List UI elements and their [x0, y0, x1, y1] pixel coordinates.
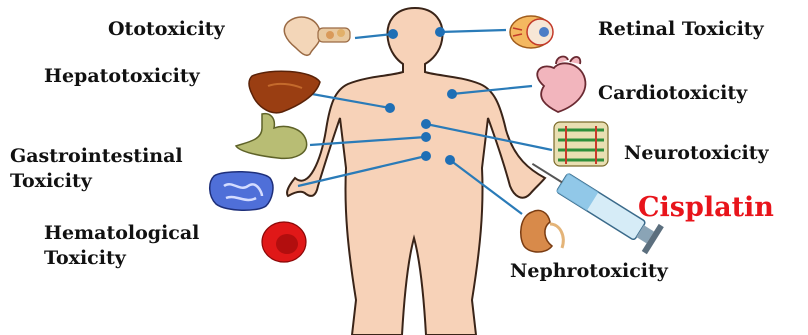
kidney-icon — [521, 210, 564, 252]
human-body-silhouette — [287, 8, 545, 335]
red-blood-cell-icon — [262, 222, 306, 262]
liver-icon — [249, 71, 320, 113]
node-eye — [435, 27, 445, 37]
stomach-icon — [236, 114, 307, 159]
eye-icon — [510, 16, 553, 48]
node-intestine — [421, 151, 431, 161]
label-nephrotoxicity: Nephrotoxicity — [510, 260, 668, 283]
label-neurotoxicity: Neurotoxicity — [624, 142, 769, 165]
label-cardiotoxicity: Cardiotoxicity — [598, 82, 747, 105]
node-heart — [447, 89, 457, 99]
node-liver — [385, 103, 395, 113]
label-hematological-line1: Hematological — [44, 222, 199, 245]
label-ototoxicity: Ototoxicity — [108, 18, 225, 41]
label-hematological-line2: Toxicity — [44, 247, 126, 270]
drug-name-cisplatin: Cisplatin — [638, 192, 774, 223]
label-hepatotoxicity: Hepatotoxicity — [44, 65, 200, 88]
node-stomach — [421, 132, 431, 142]
label-gastrointestinal-line2: Toxicity — [10, 170, 92, 193]
heart-icon — [537, 57, 585, 112]
intestine-icon — [210, 172, 273, 211]
ear-icon — [284, 17, 350, 55]
spine-icon — [554, 122, 608, 166]
label-gastrointestinal-line1: Gastrointestinal — [10, 145, 183, 168]
node-kidney — [445, 155, 455, 165]
label-retinal-toxicity: Retinal Toxicity — [598, 18, 764, 41]
node-ear — [388, 29, 398, 39]
connector-eye — [440, 30, 506, 32]
node-spine — [421, 119, 431, 129]
